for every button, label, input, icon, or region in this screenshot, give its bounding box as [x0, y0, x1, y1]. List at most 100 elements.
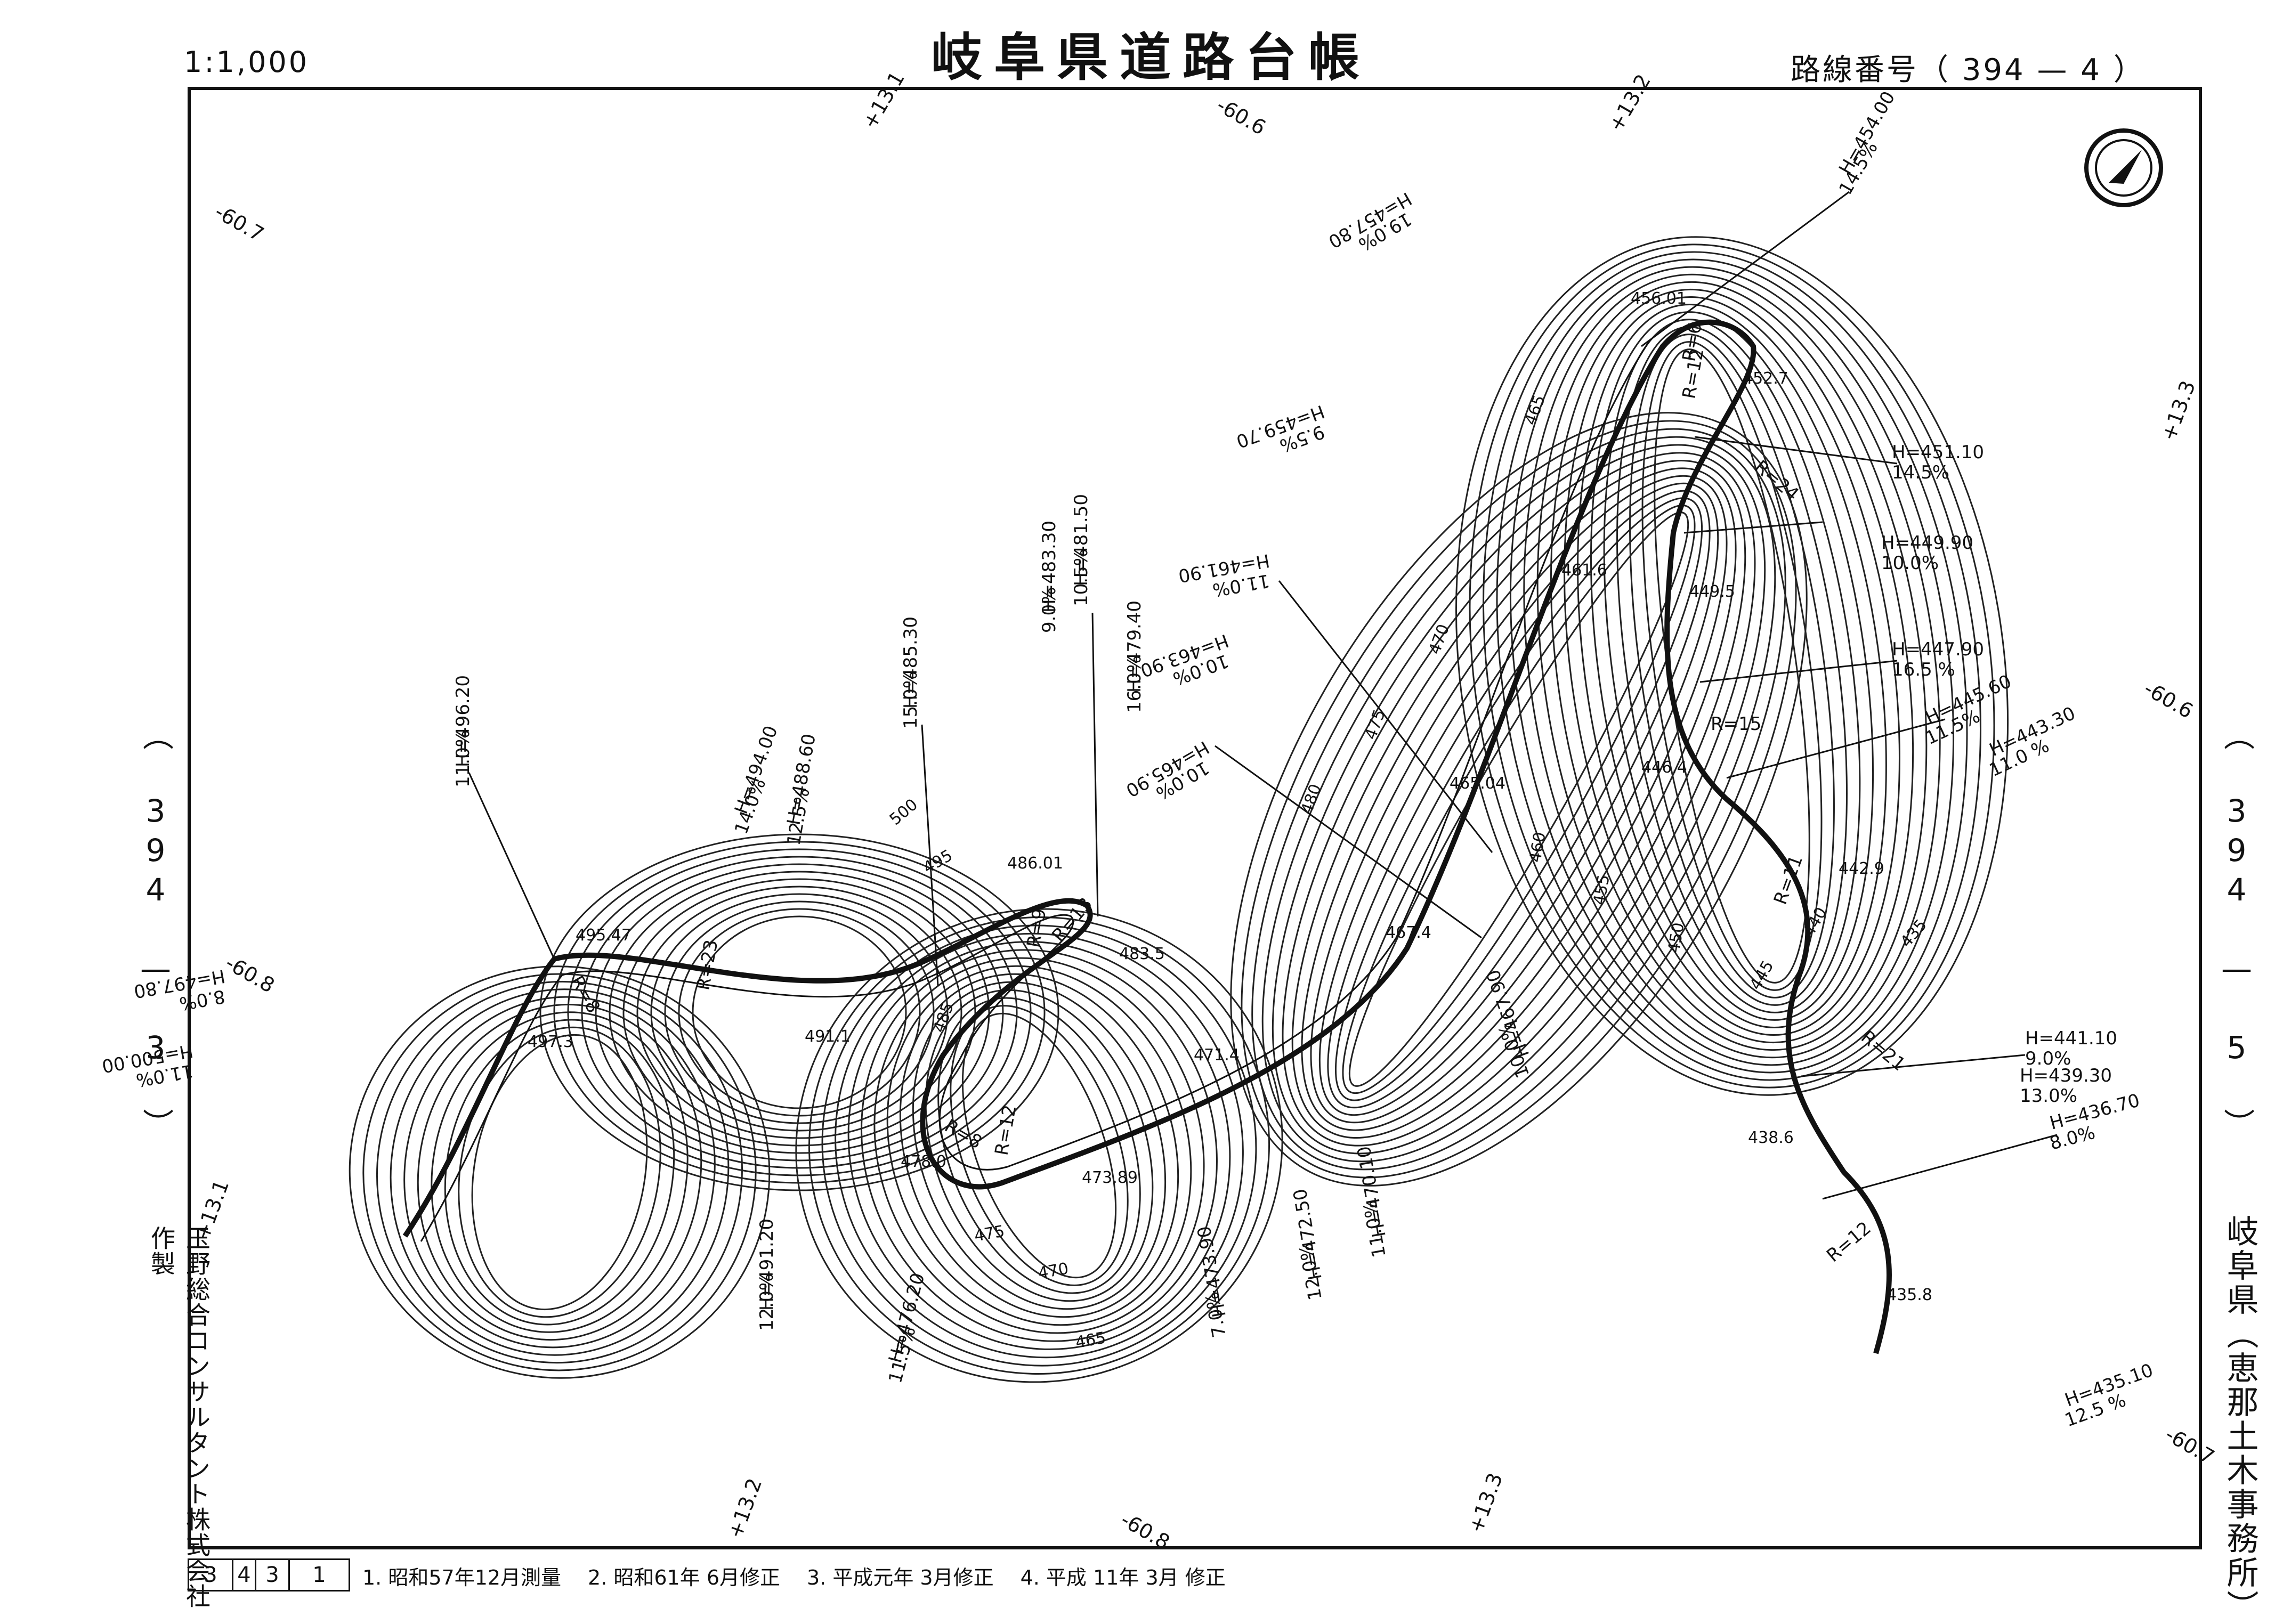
- gradient-percent: 9.0%: [2025, 1048, 2071, 1069]
- adjacent-route-left: （ 394 — 3 ）: [137, 719, 174, 1142]
- gradient-percent: 15.0%: [900, 671, 921, 729]
- spot-height: 435.8: [1887, 1286, 1932, 1304]
- revision-note: 1. 昭和57年12月測量: [362, 1566, 562, 1589]
- contour-label: 465: [1521, 393, 1549, 428]
- spot-height: 461.6: [1561, 561, 1607, 580]
- contour-line: [1334, 497, 1703, 1101]
- contour-line: [1301, 467, 1737, 1131]
- gradient-elevation: H=481.50: [1071, 494, 1092, 586]
- route-number: 路線番号（ 394 — 4 ）: [1791, 53, 2146, 87]
- spot-height: 442.9: [1839, 859, 1884, 878]
- gradient-leader-line: [1699, 660, 1898, 683]
- contour-line: [1469, 243, 1995, 1089]
- gradient-percent: 16.0%: [1124, 655, 1145, 713]
- contour-label: 495: [920, 846, 956, 878]
- contour-line: [795, 908, 1283, 1383]
- revision-notes: 1. 昭和57年12月測量 2. 昭和61年 6月修正 3. 平成元年 3月修正…: [362, 1561, 1226, 1590]
- sheet-number: 4: [233, 1560, 256, 1590]
- sheet-number: 1: [312, 1563, 326, 1587]
- spot-height: 491.1: [805, 1027, 851, 1046]
- contour-line: [1577, 304, 1887, 1028]
- gradient-leader-line: [1278, 580, 1493, 853]
- contour-line: [1564, 296, 1900, 1036]
- gradient-leader-line: [921, 724, 939, 986]
- spot-height: 465.04: [1450, 774, 1505, 793]
- contour-line: [678, 908, 921, 1117]
- map-frame: [188, 87, 2202, 1549]
- contour-line: [1261, 436, 1776, 1163]
- gradient-elevation: H=491.20: [756, 1219, 778, 1311]
- contour-line: [431, 1011, 689, 1333]
- gradient-percent: 11.0%: [452, 730, 474, 787]
- contour-line: [950, 1005, 1129, 1286]
- gradient-percent: 16.5 %: [1892, 659, 1955, 680]
- contour-line: [553, 841, 1046, 1184]
- contour-line: [1272, 444, 1766, 1155]
- contour-line: [349, 965, 771, 1379]
- road: [402, 319, 1892, 1354]
- contour-label: 480: [1298, 782, 1325, 817]
- gradient-percent: 12.0%: [756, 1273, 778, 1331]
- contour-line: [471, 1034, 648, 1311]
- contour-line: [376, 980, 743, 1364]
- contour-label: 470: [1426, 622, 1453, 657]
- grid-coordinate: -60.8: [222, 951, 279, 997]
- curve-radius: R=12: [1823, 1217, 1875, 1266]
- north-arrow: [2084, 128, 2163, 207]
- gradient-elevation: H=483.30: [1039, 521, 1060, 613]
- spot-height: 471.4: [1194, 1046, 1240, 1065]
- grid-coordinate: +13.1: [858, 68, 909, 133]
- contour-lines: [349, 236, 2009, 1383]
- curve-radius: R=23: [692, 938, 722, 992]
- grid-coordinate: -60.6: [2140, 677, 2197, 723]
- spot-height: 452.7: [1743, 369, 1788, 388]
- grid-coordinate: -60.7: [211, 200, 268, 246]
- gradient-percent: 13.0%: [2020, 1085, 2077, 1107]
- contour-line: [692, 915, 907, 1109]
- contour-line: [873, 957, 1205, 1334]
- spot-height: 449.5: [1689, 582, 1735, 601]
- contour-line: [1318, 482, 1719, 1116]
- contour-label: 450: [1664, 921, 1688, 954]
- gradient-leader-line: [468, 772, 555, 960]
- gradient-leader-line: [1801, 1054, 2026, 1077]
- contour-line: [961, 1012, 1117, 1279]
- page-title: 岐阜県道路台帳: [931, 28, 1371, 87]
- contour-line: [1523, 273, 1941, 1059]
- spot-height: 467.4: [1386, 923, 1431, 942]
- spot-height: 497.3: [528, 1033, 573, 1051]
- contour-line: [937, 997, 1141, 1294]
- road-edge: [420, 340, 1650, 1242]
- gradient-elevation: H=496.20: [452, 675, 474, 767]
- contour-line: [1291, 460, 1746, 1139]
- contour-line: [1550, 288, 1914, 1044]
- contour-line: [1251, 428, 1786, 1171]
- contour-line: [1310, 475, 1728, 1124]
- gradient-elevation: H=479.40: [1124, 600, 1145, 693]
- sheet-number: 3: [256, 1560, 290, 1590]
- maker-credit: 玉野総合コンサルタント株式会社作製: [147, 1225, 211, 1609]
- contour-line: [1241, 420, 1797, 1179]
- contour-line: [1536, 281, 1928, 1051]
- grid-coordinate: -60.7: [2162, 1423, 2219, 1469]
- spot-height: 473.89: [1082, 1168, 1138, 1187]
- map-scale: 1:1,000: [184, 45, 310, 79]
- contour-line: [1342, 504, 1696, 1094]
- gradient-percent: 10.5%: [1071, 549, 1092, 606]
- spot-height: 438.6: [1748, 1128, 1794, 1147]
- road-centerline: [402, 319, 1892, 1354]
- contour-line: [1603, 319, 1861, 1013]
- contour-line: [650, 893, 949, 1132]
- grid-coordinate: +13.2: [723, 1475, 766, 1541]
- gradient-elevation: H=439.30: [2020, 1065, 2112, 1086]
- contour-line: [458, 1026, 661, 1318]
- contour-line: [861, 949, 1218, 1342]
- gradient-leader-line: [1641, 191, 1850, 347]
- gradient-percent: 14.5%: [1892, 462, 1949, 483]
- gradient-leader-line: [1694, 436, 1898, 465]
- spot-height: 456.01: [1631, 289, 1687, 308]
- revision-note: 3. 平成元年 3月修正: [807, 1566, 994, 1589]
- sheet-number: 3: [189, 1560, 233, 1590]
- spot-height: 478.0: [901, 1152, 946, 1171]
